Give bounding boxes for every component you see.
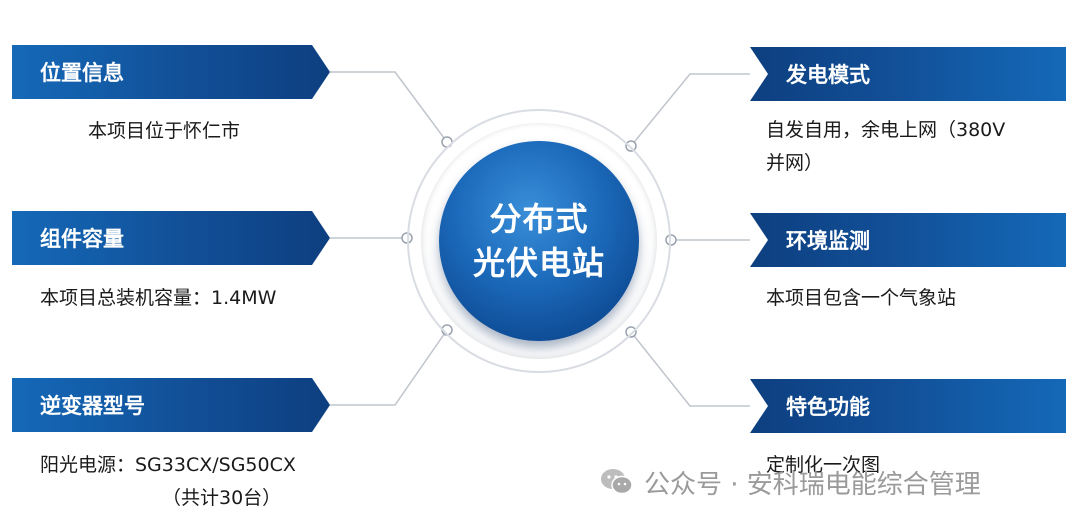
desc-feature-line1: 定制化一次图 — [766, 454, 881, 476]
banner-capacity-title: 组件容量 — [40, 227, 124, 251]
hub-title-line1: 分布式 — [489, 200, 589, 238]
connector-line-mode — [630, 73, 750, 147]
banner-feature-title: 特色功能 — [786, 395, 870, 419]
wechat-icon — [601, 469, 633, 495]
banner-monitoring-title: 环境监测 — [786, 229, 870, 253]
connector-line-location — [330, 71, 448, 143]
banner-location-title: 位置信息 — [40, 61, 124, 85]
banner-inverter: 逆变器型号 — [12, 378, 330, 432]
banner-inverter-title: 逆变器型号 — [40, 394, 145, 418]
desc-capacity-line1: 本项目总装机容量：1.4MW — [40, 287, 277, 309]
desc-monitoring: 本项目包含一个气象站 — [766, 282, 956, 315]
desc-capacity: 本项目总装机容量：1.4MW — [40, 282, 276, 315]
desc-feature: 定制化一次图 — [766, 449, 880, 482]
banner-feature: 特色功能 — [750, 379, 1066, 433]
connector-line-feature — [630, 331, 750, 407]
hub-core: 分布式 光伏电站 — [439, 141, 639, 341]
desc-location: 本项目位于怀仁市 — [88, 115, 240, 148]
desc-inverter-line1: 阳光电源：SG33CX/SG50CX — [40, 454, 296, 476]
watermark: 公众号 · 安科瑞电能综合管理 — [600, 462, 981, 502]
banner-capacity: 组件容量 — [12, 211, 330, 265]
desc-mode-line1: 自发自用，余电上网（380V — [766, 119, 1006, 141]
hub-outer-ring — [407, 109, 671, 373]
desc-inverter-line2: （共计30台） — [162, 487, 282, 509]
banner-mode-title: 发电模式 — [786, 63, 870, 87]
desc-mode: 自发自用，余电上网（380V 并网） — [766, 114, 1005, 180]
hub-circle: 分布式 光伏电站 — [407, 109, 671, 373]
desc-location-line1: 本项目位于怀仁市 — [88, 120, 241, 142]
desc-monitoring-line1: 本项目包含一个气象站 — [766, 287, 957, 309]
banner-mode: 发电模式 — [750, 47, 1066, 101]
hub-title-line2: 光伏电站 — [472, 244, 605, 282]
desc-mode-line2: 并网） — [766, 152, 824, 174]
desc-inverter: 阳光电源：SG33CX/SG50CX （共计30台） — [40, 449, 296, 515]
banner-location: 位置信息 — [12, 45, 330, 99]
watermark-text: 公众号 · 安科瑞电能综合管理 — [644, 469, 981, 500]
connector-line-inverter — [330, 329, 448, 406]
banner-monitoring: 环境监测 — [750, 213, 1066, 267]
